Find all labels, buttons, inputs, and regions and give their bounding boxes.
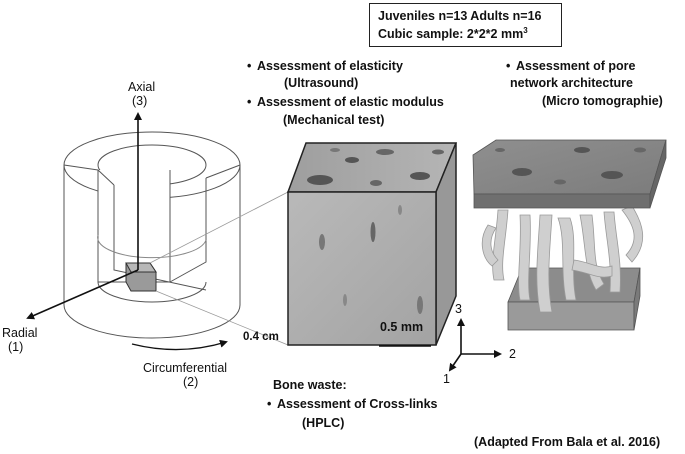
assessment-elastic-modulus-method: (Mechanical test) [283,113,385,127]
sample-axis-2: 2 [509,347,516,361]
axis-label-axial: Axial [128,80,156,94]
cylinder-dimension: 0.4 cm [243,331,279,343]
cubic-sample-exponent: 3 [523,26,528,36]
assessment-elasticity-method: (Ultrasound) [284,76,359,90]
circumferential-arrow [131,339,228,351]
assessment-crosslinks-method: (HPLC) [302,416,345,430]
axis-number-axial: (3) [132,94,148,108]
cylinder-axes [26,112,142,320]
assessment-elasticity: Assessment of elasticity [247,59,403,74]
axis-label-radial: Radial [2,326,38,340]
assessment-pore-line2: network architecture [510,76,633,90]
sample-axes [448,318,502,372]
pore-network-render [472,139,667,331]
bone-waste-title: Bone waste: [273,378,347,392]
citation: (Adapted From Bala et al. 2016) [474,435,661,449]
sample-axis-1: 1 [443,372,450,386]
sample-axis-3: 3 [455,302,462,316]
axis-number-radial: (1) [8,340,24,354]
sample-cube-small [125,262,157,292]
assessment-elastic-modulus: Assessment of elastic modulus [247,95,444,110]
scale-bar-label: 0.5 mm [380,320,424,334]
assessment-crosslinks: Assessment of Cross-links [267,397,438,412]
cubic-sample-size: Cubic sample: 2*2*2 mm3 [378,25,553,43]
axis-number-circumferential: (2) [183,375,199,389]
zoom-lines [149,191,289,346]
axis-label-circumferential: Circumferential [143,361,228,375]
group-counts: Juveniles n=13 Adults n=16 [378,9,542,23]
sample-info-box: Juveniles n=13 Adults n=16 Cubic sample:… [369,3,562,47]
bone-cylinder [63,131,241,339]
sample-cube-large [286,142,458,346]
cubic-sample-text: Cubic sample: 2*2*2 mm [378,27,524,42]
assessment-pore-method: (Micro tomographie) [542,94,663,108]
assessment-pore-line1: Assessment of pore [506,59,636,74]
